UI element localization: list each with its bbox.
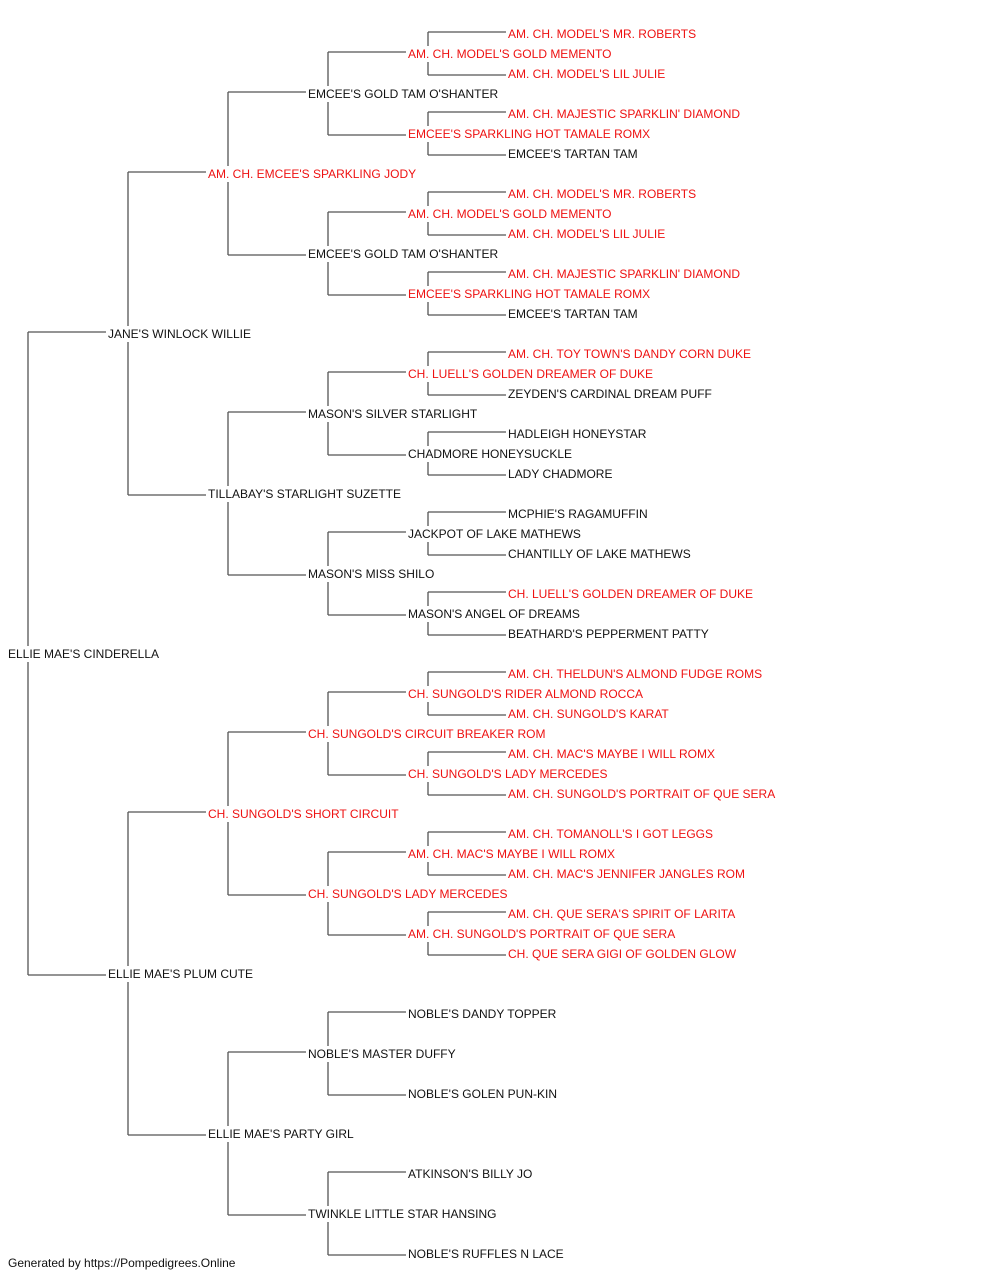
dam-name: AM. CH. SUNGOLD'S PORTRAIT OF QUE SERA: [408, 927, 675, 941]
sire-name: NOBLE'S DANDY TOPPER: [408, 1007, 557, 1021]
subject-name: ELLIE MAE'S CINDERELLA: [8, 647, 159, 661]
sire-name: AM. CH. MAJESTIC SPARKLIN' DIAMOND: [508, 267, 740, 281]
dam-name: EMCEE'S SPARKLING HOT TAMALE ROMX: [408, 287, 650, 301]
sire-name: MCPHIE'S RAGAMUFFIN: [508, 507, 648, 521]
dam-name: NOBLE'S GOLEN PUN-KIN: [408, 1087, 557, 1101]
dam-name: AM. CH. MODEL'S LIL JULIE: [508, 227, 665, 241]
dam-name: CHANTILLY OF LAKE MATHEWS: [508, 547, 691, 561]
dam-name: AM. CH. MAC'S JENNIFER JANGLES ROM: [508, 867, 745, 881]
sire-name: AM. CH. QUE SERA'S SPIRIT OF LARITA: [508, 907, 735, 921]
footer-credit: Generated by https://Pompedigrees.Online: [8, 1256, 236, 1270]
sire-name: CH. SUNGOLD'S SHORT CIRCUIT: [208, 807, 399, 821]
sire-name: AM. CH. EMCEE'S SPARKLING JODY: [208, 167, 416, 181]
sire-name: AM. CH. MODEL'S GOLD MEMENTO: [408, 47, 611, 61]
sire-name: NOBLE'S MASTER DUFFY: [308, 1047, 456, 1061]
sire-name: CH. LUELL'S GOLDEN DREAMER OF DUKE: [508, 587, 753, 601]
sire-name: AM. CH. MAC'S MAYBE I WILL ROMX: [408, 847, 615, 861]
dam-name: ELLIE MAE'S PLUM CUTE: [108, 967, 253, 981]
dam-name: EMCEE'S GOLD TAM O'SHANTER: [308, 247, 499, 261]
dam-name: EMCEE'S TARTAN TAM: [508, 307, 638, 321]
dam-name: ZEYDEN'S CARDINAL DREAM PUFF: [508, 387, 712, 401]
sire-name: MASON'S SILVER STARLIGHT: [308, 407, 478, 421]
sire-name: AM. CH. TOY TOWN'S DANDY CORN DUKE: [508, 347, 751, 361]
dam-name: MASON'S MISS SHILO: [308, 567, 434, 581]
dam-name: CH. SUNGOLD'S LADY MERCEDES: [308, 887, 507, 901]
dam-name: EMCEE'S SPARKLING HOT TAMALE ROMX: [408, 127, 650, 141]
dam-name: TWINKLE LITTLE STAR HANSING: [308, 1207, 496, 1221]
dam-name: MASON'S ANGEL OF DREAMS: [408, 607, 580, 621]
dam-name: ELLIE MAE'S PARTY GIRL: [208, 1127, 354, 1141]
sire-name: AM. CH. MAC'S MAYBE I WILL ROMX: [508, 747, 715, 761]
sire-name: HADLEIGH HONEYSTAR: [508, 427, 647, 441]
sire-name: ATKINSON'S BILLY JO: [408, 1167, 532, 1181]
dam-name: CH. SUNGOLD'S LADY MERCEDES: [408, 767, 607, 781]
sire-name: EMCEE'S GOLD TAM O'SHANTER: [308, 87, 499, 101]
sire-name: JANE'S WINLOCK WILLIE: [108, 327, 251, 341]
dam-name: CHADMORE HONEYSUCKLE: [408, 447, 572, 461]
sire-name: AM. CH. MODEL'S GOLD MEMENTO: [408, 207, 611, 221]
dam-name: EMCEE'S TARTAN TAM: [508, 147, 638, 161]
dam-name: NOBLE'S RUFFLES N LACE: [408, 1247, 564, 1261]
sire-name: AM. CH. MODEL'S MR. ROBERTS: [508, 27, 696, 41]
sire-name: AM. CH. MODEL'S MR. ROBERTS: [508, 187, 696, 201]
dam-name: LADY CHADMORE: [508, 467, 612, 481]
sire-name: AM. CH. TOMANOLL'S I GOT LEGGS: [508, 827, 713, 841]
dam-name: AM. CH. SUNGOLD'S PORTRAIT OF QUE SERA: [508, 787, 775, 801]
dam-name: AM. CH. SUNGOLD'S KARAT: [508, 707, 669, 721]
sire-name: JACKPOT OF LAKE MATHEWS: [408, 527, 581, 541]
dam-name: CH. QUE SERA GIGI OF GOLDEN GLOW: [508, 947, 737, 961]
sire-name: CH. LUELL'S GOLDEN DREAMER OF DUKE: [408, 367, 653, 381]
dam-name: TILLABAY'S STARLIGHT SUZETTE: [208, 487, 401, 501]
dam-name: AM. CH. MODEL'S LIL JULIE: [508, 67, 665, 81]
sire-name: CH. SUNGOLD'S RIDER ALMOND ROCCA: [408, 687, 643, 701]
dam-name: BEATHARD'S PEPPERMENT PATTY: [508, 627, 709, 641]
sire-name: AM. CH. THELDUN'S ALMOND FUDGE ROMS: [508, 667, 762, 681]
sire-name: CH. SUNGOLD'S CIRCUIT BREAKER ROM: [308, 727, 545, 741]
sire-name: AM. CH. MAJESTIC SPARKLIN' DIAMOND: [508, 107, 740, 121]
